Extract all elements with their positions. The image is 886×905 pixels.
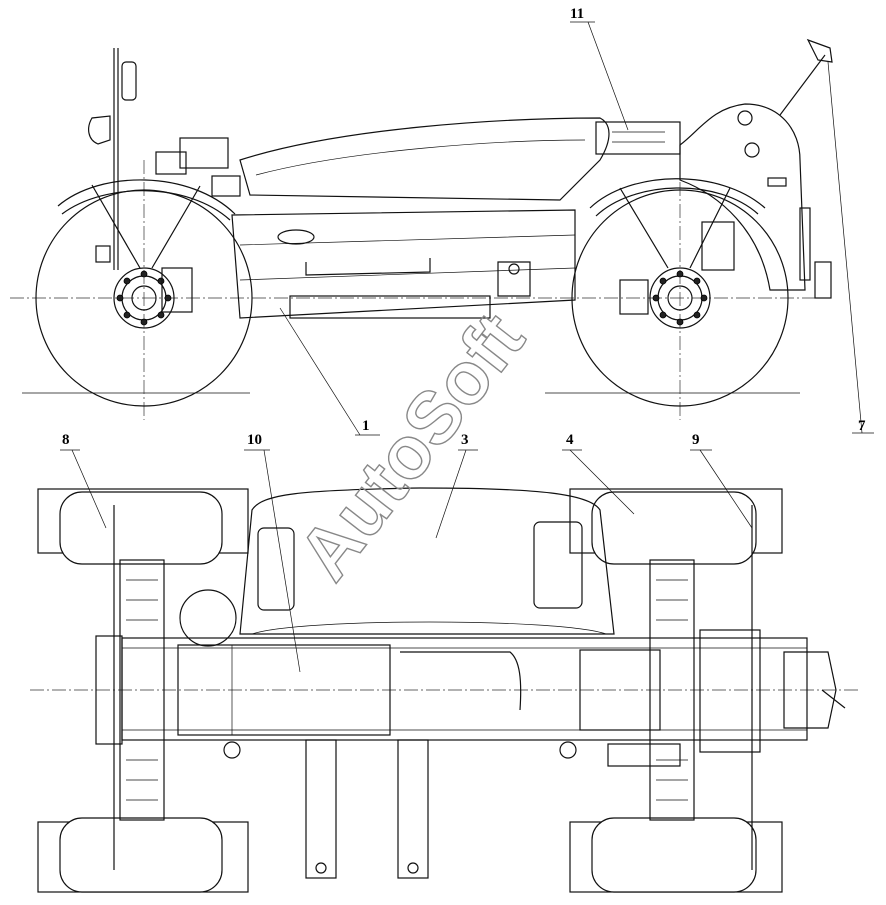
rear-fender-struts	[619, 187, 731, 269]
front-fender-struts	[91, 184, 201, 269]
rear-wheel	[571, 189, 789, 407]
rear-gearbox	[701, 221, 735, 271]
front-mirror	[121, 61, 137, 101]
front-wheel	[35, 189, 253, 407]
rear-hitch-top	[783, 651, 837, 729]
main-frame-top	[121, 637, 808, 741]
tire-front-right	[59, 817, 223, 893]
rear-hitch-plate	[799, 207, 811, 281]
steering-unit	[179, 137, 229, 169]
frame-lower-rail	[289, 295, 491, 319]
filler-cap	[179, 589, 237, 647]
front-lamp	[88, 115, 111, 145]
tire-rear-right	[591, 817, 757, 893]
tire-rear-left	[591, 491, 757, 565]
callout-4: 4	[566, 432, 574, 448]
hood-vent-right	[533, 521, 583, 609]
watermark: AutoSoft	[282, 297, 541, 596]
callout-9: 9	[692, 432, 700, 448]
callout-7: 7	[858, 418, 866, 434]
rear-transmission	[579, 649, 661, 731]
rear-axle-shaft	[649, 559, 695, 821]
hood-vent-left	[257, 527, 295, 611]
top-view	[30, 487, 860, 893]
rear-lever	[779, 54, 826, 116]
tire-front-left	[59, 491, 223, 565]
implement-leg-left	[305, 739, 337, 879]
callout-11: 11	[570, 6, 584, 22]
svg-text:AutoSoft: AutoSoft	[282, 298, 540, 595]
front-fender	[57, 179, 236, 215]
rear-fender	[589, 178, 766, 209]
callout-3: 3	[461, 432, 469, 448]
callout-1: 1	[362, 418, 370, 434]
tank	[497, 261, 531, 297]
control-panel	[595, 121, 681, 155]
rear-body	[679, 103, 806, 291]
chassis-frame	[231, 209, 576, 319]
callout-8: 8	[62, 432, 70, 448]
callout-10: 10	[247, 432, 262, 448]
implement-leg-right	[397, 739, 429, 879]
front-axle-shaft	[119, 559, 165, 821]
engine-hood	[239, 117, 610, 201]
rear-lamp	[806, 38, 833, 63]
hitch-arm-top	[821, 689, 846, 709]
hood-top	[239, 487, 615, 635]
callouts: 1 11 7 8 10 3 4 9	[60, 6, 874, 673]
hydraulic-line	[400, 651, 522, 711]
fuel-tank	[177, 644, 391, 736]
side-view	[10, 38, 833, 420]
